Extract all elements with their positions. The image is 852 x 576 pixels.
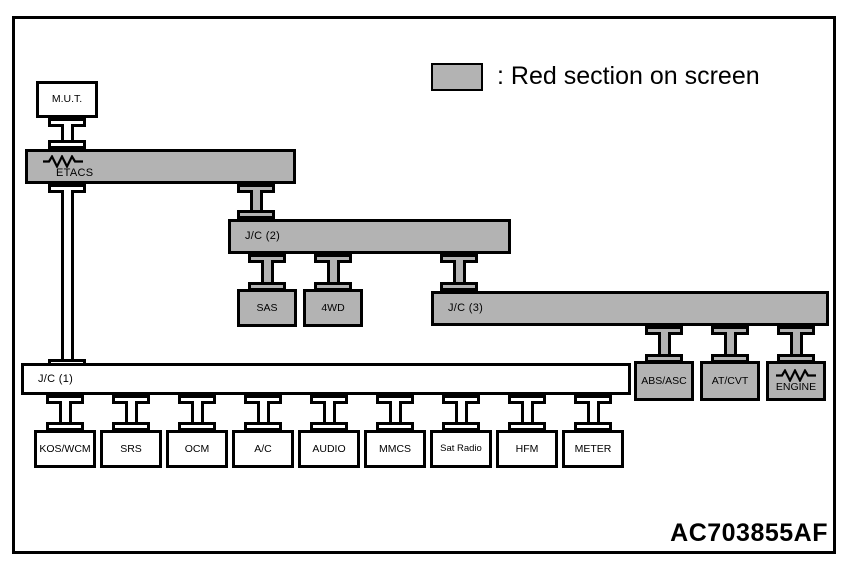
- connector-shaft: [454, 401, 468, 425]
- connector-tab-bottom: [244, 422, 282, 431]
- connector-tab-bottom: [178, 422, 216, 431]
- connector-jc2-sas: [248, 254, 286, 291]
- connector-shaft: [326, 260, 340, 285]
- connector-etacs-jc2: [237, 184, 275, 219]
- node-bus-module-label: MMCS: [378, 442, 412, 455]
- connector-shaft: [58, 401, 72, 425]
- connector-tab-bottom: [46, 422, 84, 431]
- node-bus-module[interactable]: AUDIO: [298, 430, 360, 468]
- connector-shaft: [256, 401, 270, 425]
- node-jc3[interactable]: J/C (3): [431, 291, 829, 326]
- diagram-code: AC703855AF: [670, 519, 828, 547]
- legend-label: : Red section on screen: [497, 62, 760, 90]
- node-sas[interactable]: SAS: [237, 289, 297, 327]
- node-bus-module[interactable]: SRS: [100, 430, 162, 468]
- cable-etacs-jc1: [60, 190, 74, 362]
- legend: : Red section on screen: [431, 62, 760, 91]
- node-bus-module-label: A/C: [254, 442, 272, 455]
- connector-shaft: [388, 401, 402, 425]
- connector-jc1-module: [376, 395, 414, 431]
- connector-tab-bottom: [508, 422, 546, 431]
- connector-jc2-jc3: [440, 254, 478, 291]
- connector-shaft: [60, 124, 74, 143]
- node-bus-module[interactable]: METER: [562, 430, 624, 468]
- connector-shaft: [260, 260, 274, 285]
- node-bus-module[interactable]: HFM: [496, 430, 558, 468]
- connector-shaft: [322, 401, 336, 425]
- node-at-cvt-label: AT/CVT: [711, 374, 749, 387]
- connector-tab-bottom: [440, 282, 478, 291]
- connector-jc1-module: [46, 395, 84, 431]
- node-etacs[interactable]: ETACS: [25, 149, 296, 184]
- ecu-resistor-icon: [776, 369, 816, 383]
- connector-tab-bottom: [112, 422, 150, 431]
- node-bus-module-label: AUDIO: [312, 442, 346, 455]
- connector-shaft: [789, 332, 803, 357]
- connector-jc1-module: [508, 395, 546, 431]
- connector-jc1-module: [442, 395, 480, 431]
- connector-jc2-4wd: [314, 254, 352, 291]
- connector-jc1-module: [310, 395, 348, 431]
- connector-jc3-abs: [645, 326, 683, 363]
- node-jc2-label: J/C (2): [245, 230, 281, 242]
- ecu-resistor-icon: [43, 154, 83, 168]
- node-bus-module-label: SRS: [120, 442, 142, 455]
- connector-shaft: [124, 401, 138, 425]
- connector-jc1-module: [178, 395, 216, 431]
- connector-jc1-module: [244, 395, 282, 431]
- node-4wd-label: 4WD: [321, 301, 345, 314]
- node-engine-label: ENGINE: [775, 381, 817, 394]
- node-4wd[interactable]: 4WD: [303, 289, 363, 327]
- node-bus-module-label: KOS/WCM: [39, 442, 91, 455]
- node-bus-module-label: METER: [574, 442, 612, 455]
- node-bus-module-label: Sat Radio: [440, 443, 482, 455]
- connector-shaft: [520, 401, 534, 425]
- node-bus-module-label: OCM: [184, 442, 210, 455]
- connector-tab-bottom: [48, 140, 86, 149]
- connector-tab-bottom: [442, 422, 480, 431]
- node-bus-module[interactable]: Sat Radio: [430, 430, 492, 468]
- connector-shaft: [723, 332, 737, 357]
- connector-jc3-atcvt: [711, 326, 749, 363]
- connector-shaft: [452, 260, 466, 285]
- legend-swatch: [431, 62, 483, 91]
- connector-tab-bottom: [310, 422, 348, 431]
- connector-tab-bottom: [574, 422, 612, 431]
- node-mut-label: M.U.T.: [51, 93, 83, 106]
- node-sas-label: SAS: [256, 301, 278, 314]
- node-jc1-label: J/C (1): [38, 372, 74, 385]
- node-bus-module[interactable]: OCM: [166, 430, 228, 468]
- node-bus-module[interactable]: A/C: [232, 430, 294, 468]
- connector-shaft: [249, 190, 263, 213]
- connector-jc3-engine: [777, 326, 815, 363]
- node-jc1[interactable]: J/C (1): [21, 363, 631, 395]
- connector-mut-etacs: [48, 118, 86, 149]
- connector-shaft: [657, 332, 671, 357]
- node-mut[interactable]: M.U.T.: [36, 81, 98, 118]
- node-bus-module[interactable]: KOS/WCM: [34, 430, 96, 468]
- node-bus-module[interactable]: MMCS: [364, 430, 426, 468]
- node-at-cvt[interactable]: AT/CVT: [700, 361, 760, 401]
- connector-jc1-module: [574, 395, 612, 431]
- node-abs-asc-label: ABS/ASC: [641, 374, 687, 387]
- node-bus-module-label: HFM: [515, 442, 539, 455]
- node-abs-asc[interactable]: ABS/ASC: [634, 361, 694, 401]
- node-jc2[interactable]: J/C (2): [228, 219, 511, 254]
- connector-shaft: [190, 401, 204, 425]
- diagram-frame: : Red section on screen M.U.T. ETACS: [12, 16, 836, 554]
- connector-tab-bottom: [237, 210, 275, 219]
- connector-tab-bottom: [376, 422, 414, 431]
- node-engine[interactable]: ENGINE: [766, 361, 826, 401]
- node-jc3-label: J/C (3): [448, 302, 484, 314]
- node-etacs-label: ETACS: [56, 166, 94, 179]
- connector-jc1-module: [112, 395, 150, 431]
- connector-shaft: [586, 401, 600, 425]
